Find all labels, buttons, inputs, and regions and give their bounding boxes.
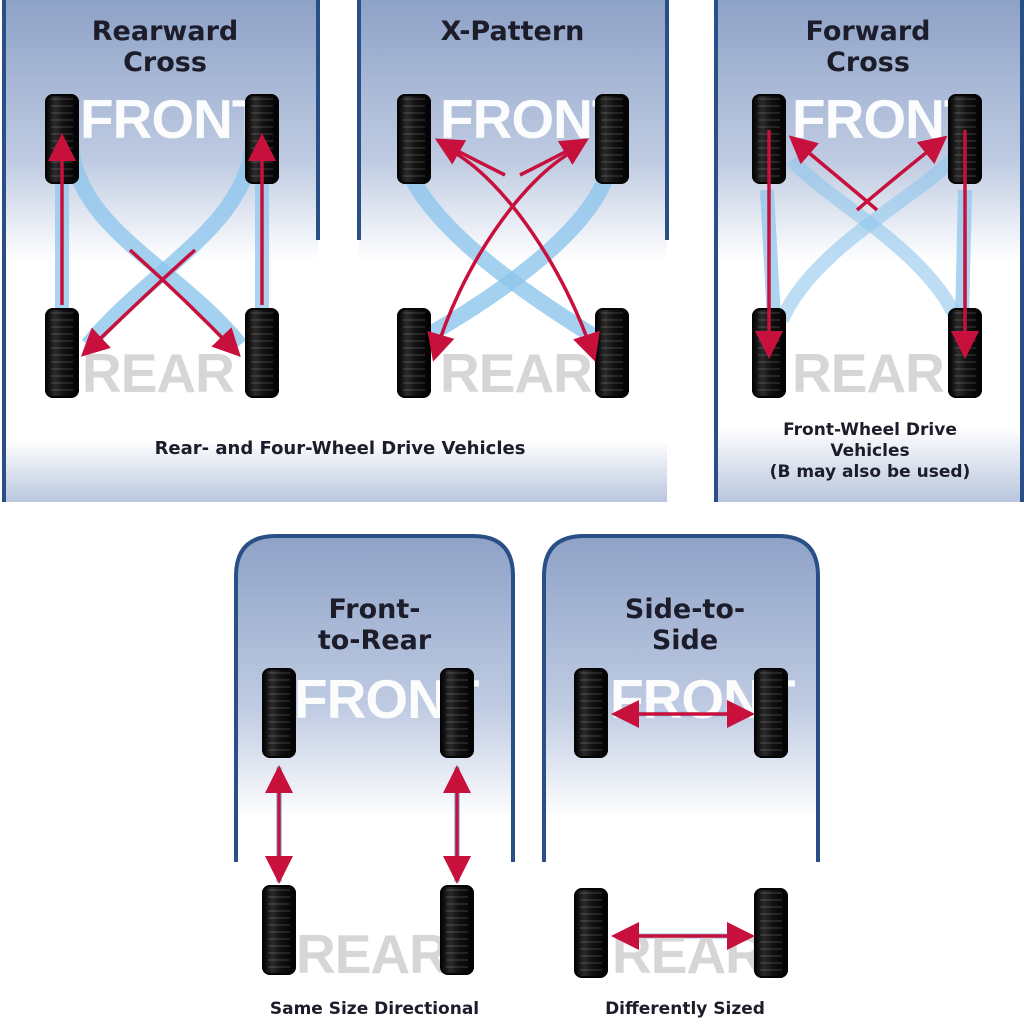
caption-same-size: Same Size Directional [269, 999, 480, 1019]
tire-rear-right [440, 885, 474, 975]
rotation-arrows [427, 138, 600, 362]
front-label: FRONT [440, 88, 625, 150]
panel-title: Side-to- Side [624, 594, 746, 656]
rear-label: REAR [296, 923, 449, 985]
tire-rear-right [595, 308, 629, 398]
caption-front-wheel: Front-Wheel Drive Vehicles (B may also b… [769, 420, 971, 482]
panel-title: Rearward Cross [91, 16, 239, 78]
rear-label: REAR [440, 342, 593, 404]
tire-rear-right [754, 888, 788, 978]
tire-front-right [754, 668, 788, 758]
tire-front-left [574, 668, 608, 758]
panel-x-pattern: X-Pattern FRONT REAR [355, 0, 670, 505]
blue-trail [81, 148, 260, 351]
tire-front-right [440, 668, 474, 758]
tire-rear-right [245, 308, 279, 398]
panel-front-to-rear: Front- to-Rear FRONT REAR Same Size Dire… [232, 532, 517, 1024]
rotation-arrows [611, 700, 755, 950]
panel-background [355, 0, 669, 502]
panel-forward-cross: Forward Cross FRONT REAR Front-Wheel Dri… [712, 0, 1024, 505]
rotation-arrows [265, 765, 471, 884]
panel-title: Forward Cross [805, 16, 931, 78]
tire-front-left [397, 94, 431, 184]
blue-trail [64, 148, 247, 351]
rotation-arrows [755, 130, 979, 359]
front-label: FRONT [80, 88, 265, 150]
caption-differently-sized: Differently Sized [605, 999, 765, 1019]
panel-rearward-cross: Rearward Cross FRONT REAR [0, 0, 664, 505]
tire-rear-left [397, 308, 431, 398]
tire-rear-left [262, 885, 296, 975]
tire-rear-left [574, 888, 608, 978]
tire-front-left [262, 668, 296, 758]
rear-label: REAR [792, 342, 945, 404]
arrow-cross [80, 248, 197, 357]
panel-title: X-Pattern [440, 16, 585, 47]
tire-front-right [595, 94, 629, 184]
rotation-arrows [48, 133, 276, 358]
arrow-cross [128, 248, 241, 358]
caption-rear-four-wheel: Rear- and Four-Wheel Drive Vehicles [154, 438, 526, 459]
panel-side-to-side: Side-to- Side FRONT REAR Differently Siz… [540, 532, 830, 1024]
panel-title: Front- to-Rear [317, 594, 432, 656]
tire-rear-left [45, 308, 79, 398]
